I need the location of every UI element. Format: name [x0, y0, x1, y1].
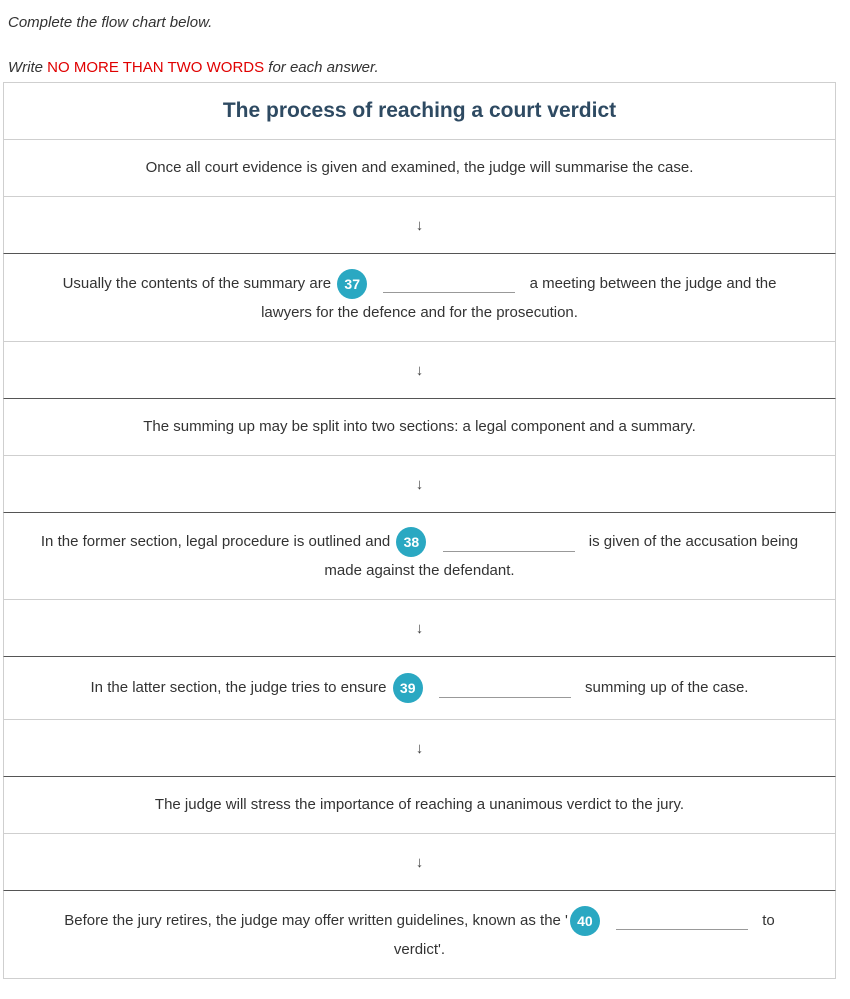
flow-step-3: The summing up may be split into two sec…	[3, 399, 836, 456]
step-2-text-after: a meeting between the judge and the	[529, 274, 777, 292]
instruction-line-1: Complete the flow chart below.	[8, 14, 213, 31]
flow-arrow-2: ↓	[3, 342, 836, 399]
step-2-text-before: Usually the contents of the summary are	[62, 274, 332, 292]
instruction-line-2: Write NO MORE THAN TWO WORDS for each an…	[8, 59, 379, 76]
flow-arrow-3: ↓	[3, 456, 836, 513]
flow-arrow-1: ↓	[3, 197, 836, 254]
answer-38-input[interactable]	[442, 533, 575, 552]
step-7-text-after: to	[762, 911, 775, 929]
question-37-badge: 37	[337, 268, 368, 299]
step-7-text-line2: verdict'.	[393, 940, 446, 958]
step-1-text: Once all court evidence is given and exa…	[145, 159, 694, 176]
step-7-text-before: Before the jury retires, the judge may o…	[64, 911, 568, 929]
down-arrow-icon: ↓	[415, 361, 424, 379]
answer-39-input[interactable]	[438, 679, 571, 698]
down-arrow-icon: ↓	[415, 216, 424, 234]
down-arrow-icon: ↓	[415, 853, 424, 871]
flow-step-7: Before the jury retires, the judge may o…	[3, 891, 836, 979]
step-6-text: The judge will stress the importance of …	[154, 796, 685, 813]
step-5-text-after: summing up of the case.	[585, 678, 749, 696]
step-4-text-before: In the former section, legal procedure i…	[40, 532, 391, 550]
step-3-text: The summing up may be split into two sec…	[143, 418, 696, 435]
down-arrow-icon: ↓	[415, 619, 424, 637]
flowchart-title-row: The process of reaching a court verdict	[3, 82, 836, 140]
step-5-text-before: In the latter section, the judge tries t…	[90, 678, 387, 696]
flow-arrow-5: ↓	[3, 720, 836, 777]
answer-40-input[interactable]	[616, 911, 749, 930]
step-2-text-line2: lawyers for the defence and for the pros…	[261, 303, 578, 321]
step-4-text-after: is given of the accusation being	[588, 532, 799, 550]
flow-step-1: Once all court evidence is given and exa…	[3, 140, 836, 197]
flowchart-title: The process of reaching a court verdict	[222, 99, 617, 122]
instruction-prefix: Write	[8, 59, 48, 76]
flow-step-4: In the former section, legal procedure i…	[3, 513, 836, 600]
instruction-suffix: for each answer.	[264, 59, 379, 76]
flow-arrow-6: ↓	[3, 834, 836, 891]
flow-step-2: Usually the contents of the summary are …	[3, 254, 836, 342]
answer-37-input[interactable]	[383, 274, 516, 293]
flow-step-5: In the latter section, the judge tries t…	[3, 657, 836, 720]
step-4-text-line2: made against the defendant.	[324, 562, 515, 579]
word-limit-emphasis: NO MORE THAN TWO WORDS	[47, 59, 265, 76]
question-39-badge: 39	[392, 673, 423, 703]
down-arrow-icon: ↓	[415, 739, 424, 757]
down-arrow-icon: ↓	[415, 475, 424, 493]
flow-arrow-4: ↓	[3, 600, 836, 657]
flow-step-6: The judge will stress the importance of …	[3, 777, 836, 834]
question-38-badge: 38	[396, 527, 427, 557]
question-40-badge: 40	[569, 905, 600, 936]
